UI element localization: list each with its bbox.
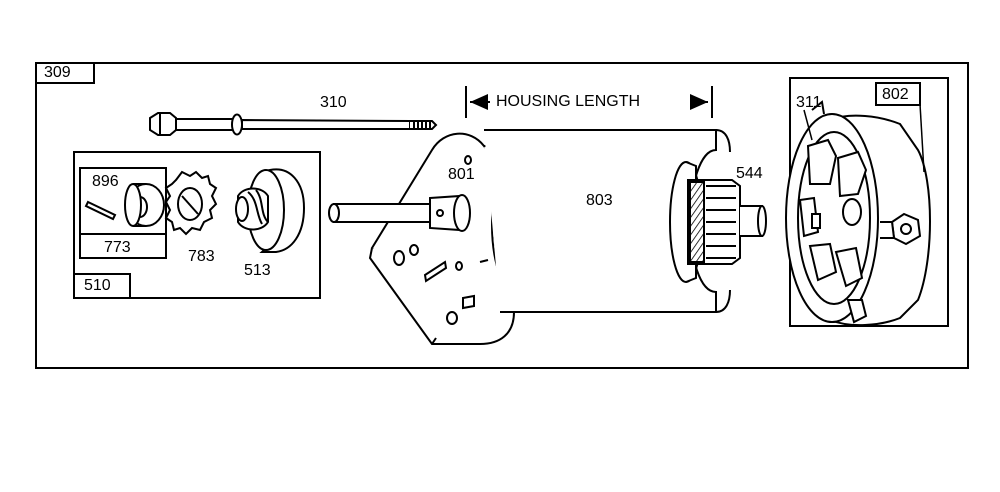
drive-group-tag-box [73,273,131,299]
drive-gear [164,170,218,236]
pinion-part-label: 513 [244,262,271,279]
bolt-part-label: 310 [320,94,347,111]
end-cap-part-label: 802 [882,86,909,103]
end-cap-tag-box [875,82,921,106]
drive-end-cap-label: 801 [448,166,475,183]
drive-group-frame [73,151,321,299]
drive-group-label: 510 [84,277,111,294]
housing-length-label: HOUSING LENGTH [496,93,641,110]
housing-length-dimension [465,86,713,118]
armature [669,161,767,283]
pin-part-label: 896 [92,173,119,190]
drive-pin [84,183,165,227]
armature-part-label: 544 [736,165,763,182]
drive-subgroup-frame [79,167,167,259]
brush-part-label: 311 [796,94,822,111]
end-cap-assembly [785,77,949,327]
brush-leader [803,109,813,141]
end-cap-leader [919,103,925,173]
outer-frame [35,62,969,369]
through-bolt [149,112,438,136]
drive-subgroup-label: 773 [104,239,131,256]
drive-pinion [235,168,306,253]
gear-part-label: 783 [188,248,215,265]
assembly-number-label: 309 [44,64,71,81]
housing-part-label: 803 [586,192,613,209]
assembly-tag-box [35,62,95,84]
